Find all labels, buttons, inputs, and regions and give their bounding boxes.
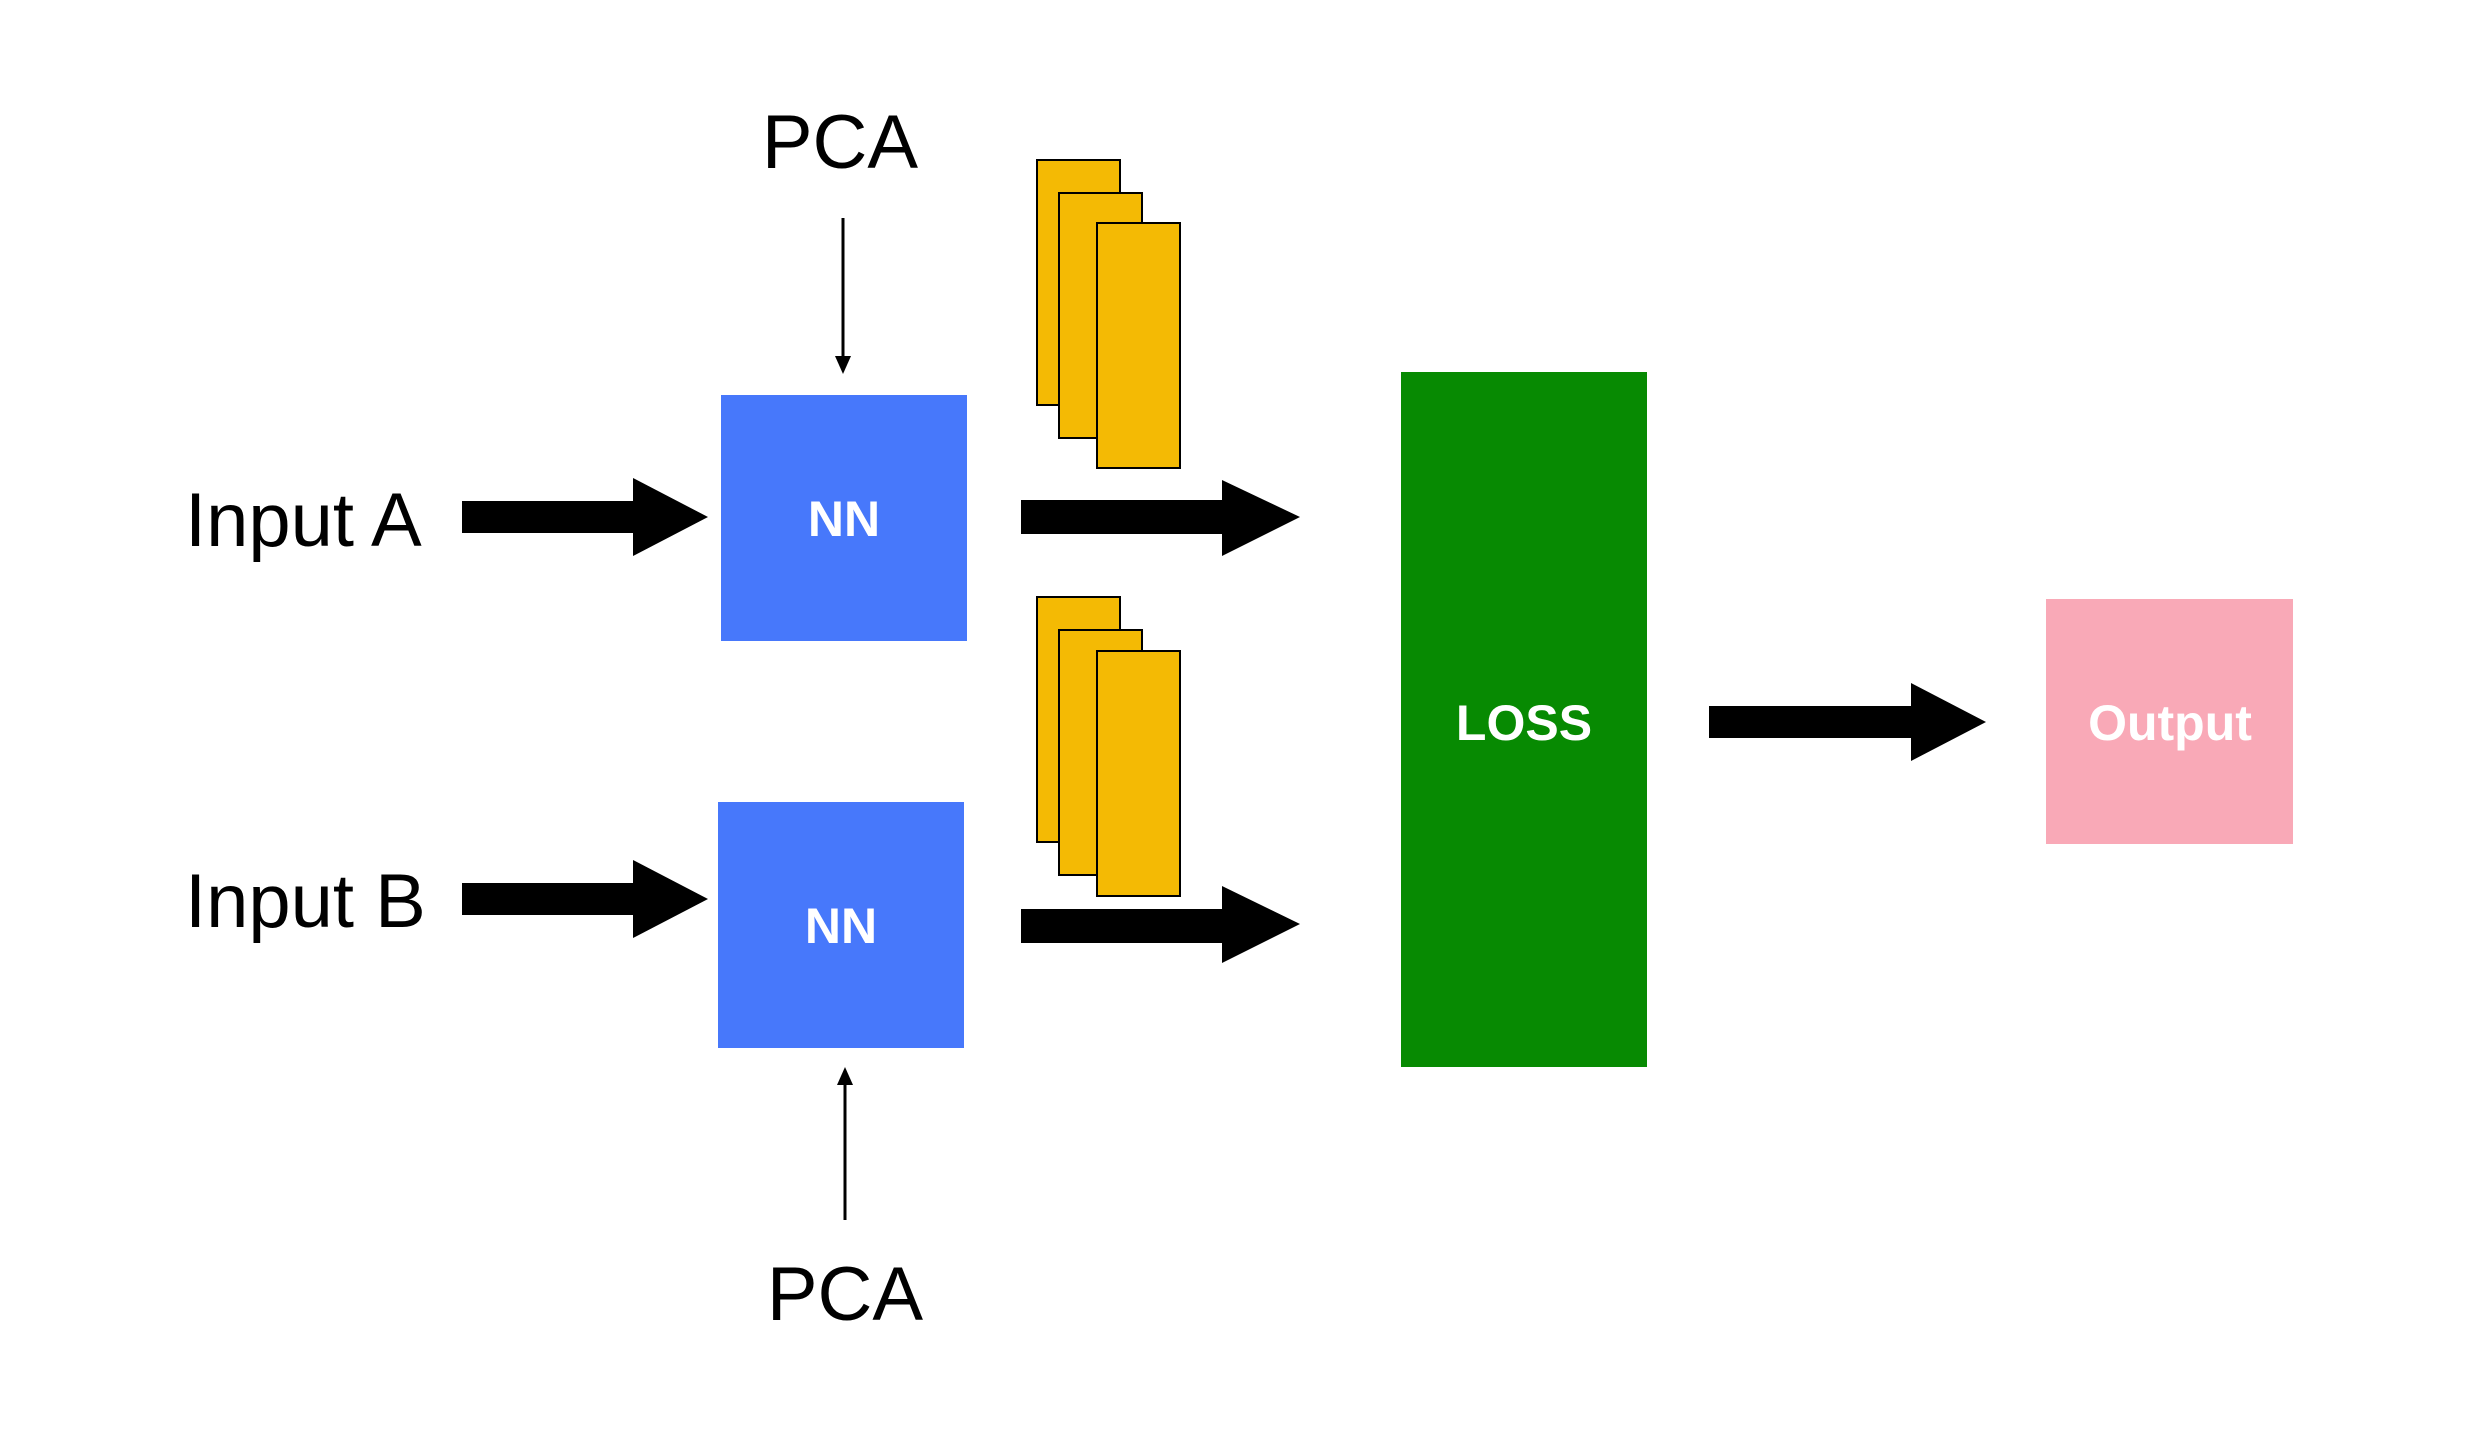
pca-bottom-arrow — [837, 1067, 853, 1220]
input-a-arrow — [462, 478, 708, 556]
nn-bottom-label: NN — [805, 898, 877, 954]
input-b-label: Input B — [185, 859, 426, 944]
loss-label: LOSS — [1456, 695, 1592, 751]
loss-box — [1401, 372, 1647, 1067]
nn-top-to-loss-arrow — [1021, 480, 1300, 556]
nn-top-label: NN — [808, 491, 880, 547]
input-b-arrow — [462, 860, 708, 938]
feature-stack-top — [1036, 159, 1181, 469]
feature-stack-bottom — [1036, 596, 1181, 897]
output-label: Output — [2088, 695, 2252, 751]
nn-bottom-box — [718, 802, 964, 1048]
loss-to-output-arrow — [1709, 683, 1986, 761]
pca-top-label: PCA — [762, 100, 919, 185]
input-a-label: Input A — [185, 478, 422, 563]
pca-bottom-label: PCA — [767, 1252, 924, 1337]
nn-bottom-to-loss-arrow — [1021, 886, 1300, 963]
output-box — [2046, 599, 2293, 844]
pca-top-arrow — [835, 218, 851, 374]
nn-top-box — [721, 395, 967, 641]
